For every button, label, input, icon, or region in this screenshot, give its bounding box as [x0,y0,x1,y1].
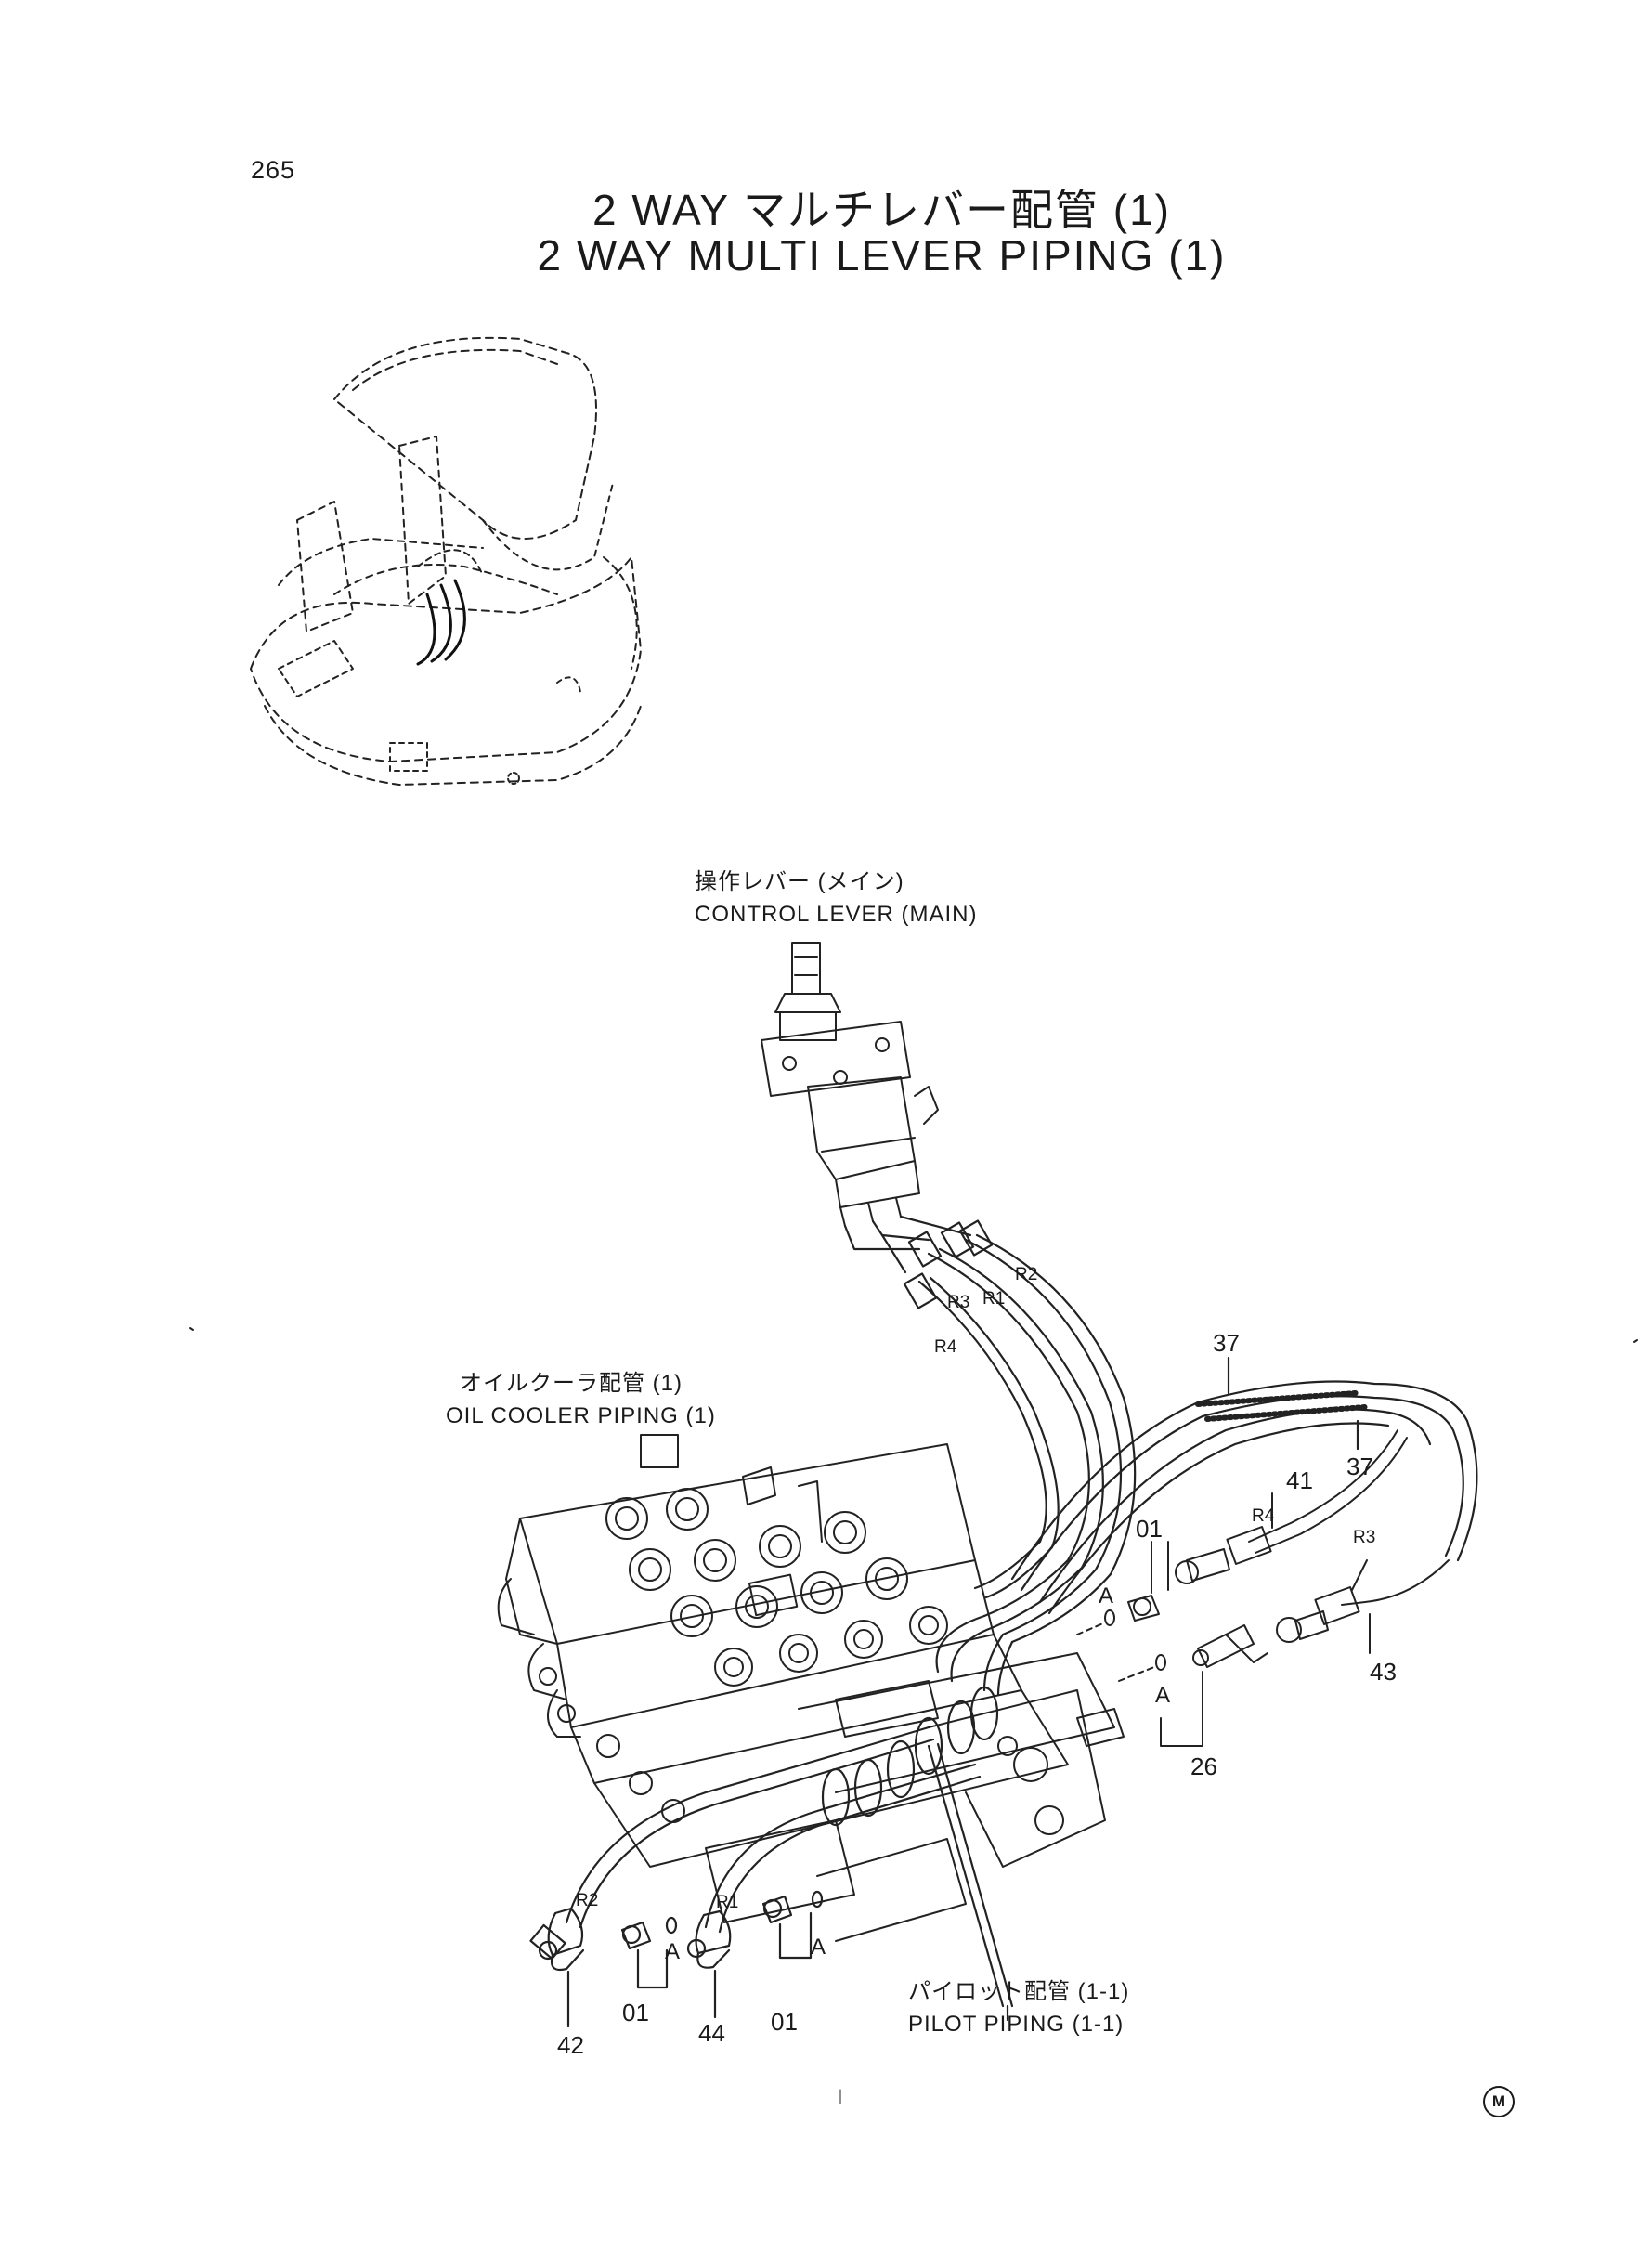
callout-26: 26 [1190,1752,1217,1780]
title-japanese: 2 WAY マルチレバー配管 (1) [592,186,1171,234]
callout-37-bottom: 37 [1346,1453,1373,1480]
callout-44: 44 [698,2019,725,2047]
page-number: 265 [251,156,296,184]
callout-41: 41 [1286,1466,1313,1494]
port-label-a-left: A [665,1939,681,1964]
pilot-piping-label-en: PILOT PIPING (1-1) [908,2012,1125,2037]
callout-37-top: 37 [1213,1329,1240,1357]
port-label-r4-right: R4 [1252,1506,1275,1526]
excavator-overview-drawing [250,336,642,786]
oil-cooler-label-en: OIL COOLER PIPING (1) [446,1403,716,1428]
callout-01-middle: 01 [771,2008,798,2036]
port-label-r1-lower: R1 [716,1893,739,1912]
adapters-01-26 [1076,1541,1268,1747]
port-label-r1-upper: R1 [982,1289,1006,1309]
fittings-41-43 [1175,1429,1450,1654]
title-english: 2 WAY MULTI LEVER PIPING (1) [537,231,1227,280]
oil-cooler-label-jp: オイルクーラ配管 (1) [460,1371,683,1396]
port-label-a-right-upper: A [1099,1583,1114,1609]
port-label-r3-right: R3 [1353,1528,1376,1547]
callout-01-right: 01 [1136,1515,1163,1543]
control-lever-label-en: CONTROL LEVER (MAIN) [695,902,978,927]
port-label-r2-lower: R2 [576,1891,599,1910]
port-label-a-middle: A [811,1935,826,1960]
pilot-piping-label-jp: パイロット配管 (1-1) [908,1979,1130,2004]
pilot-hoses [843,1215,1137,1697]
control-lever-drawing [761,942,939,1227]
hoses-37 [1010,1356,1478,1615]
port-label-r3-upper: R3 [947,1293,970,1312]
callout-43: 43 [1370,1658,1397,1686]
port-label-r2-upper: R2 [1015,1265,1038,1284]
circled-m-mark: M [1483,2086,1515,2117]
callout-42: 42 [557,2031,584,2059]
port-label-r4-upper: R4 [934,1337,957,1357]
callout-01-left: 01 [622,1999,649,2026]
control-lever-label-jp: 操作レバー (メイン) [695,869,904,894]
control-valve-drawing [497,1434,1125,1942]
pilot-piping-lower [529,1686,1014,2028]
port-label-a-right-lower: A [1155,1683,1171,1708]
